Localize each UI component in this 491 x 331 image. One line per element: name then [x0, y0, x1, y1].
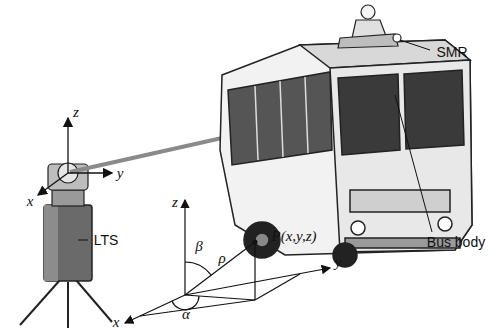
axis-letter: z — [73, 105, 79, 120]
axis-letter: x — [113, 315, 120, 330]
part-name: Bus body — [427, 235, 485, 249]
axis-letter: x — [27, 194, 34, 209]
axis-letter: y — [335, 255, 342, 270]
angle-symbol: β — [195, 239, 202, 254]
point-label: P(x,y,z) — [272, 229, 317, 244]
angle-symbol: α — [182, 307, 190, 322]
distance-symbol: ρ — [218, 251, 225, 266]
axis-letter: z — [172, 195, 178, 210]
part-name: LTS — [94, 233, 119, 247]
part-name: SMR — [436, 45, 467, 59]
axis-letter: y — [117, 166, 124, 181]
